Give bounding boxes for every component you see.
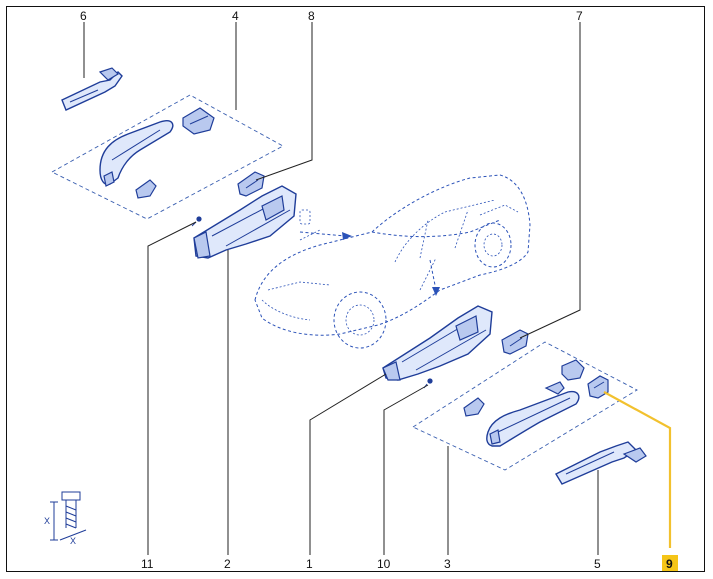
callout-8: 8 — [308, 9, 315, 23]
part-1-handle-carrier-rear — [382, 305, 493, 381]
callout-2: 2 — [224, 557, 231, 571]
callout-3: 3 — [444, 557, 451, 571]
callout-9[interactable]: 9 — [666, 557, 673, 571]
part-5-handle-bracket-rear — [555, 441, 647, 485]
callout-7: 7 — [576, 9, 583, 23]
callout-4: 4 — [232, 9, 239, 23]
callout-10: 10 — [377, 557, 391, 571]
direction-arrows — [299, 231, 440, 296]
car-body-outline — [254, 174, 531, 349]
group-box-4 — [51, 94, 284, 220]
part-4-exterior-handle-front — [99, 107, 215, 199]
part-9-end-cap — [587, 375, 609, 399]
part-7-cap — [501, 329, 529, 355]
part-3-exterior-handle-rear — [463, 359, 585, 447]
callout-9-highlight-badge — [662, 555, 678, 571]
part-11-screw — [191, 216, 202, 227]
callout-11: 11 — [141, 557, 154, 571]
svg-text:X: X — [44, 516, 50, 526]
part-2-handle-carrier-front — [193, 185, 297, 259]
svg-text:X: X — [70, 536, 76, 546]
screw-dimension-icon: X X — [44, 491, 87, 546]
part-8-cap — [237, 171, 265, 197]
part-6-handle-bracket — [61, 67, 123, 111]
leader-lines — [83, 22, 672, 555]
group-box-3 — [412, 341, 638, 471]
callout-labels: 6 4 8 7 11 2 1 10 3 5 9 — [80, 9, 678, 571]
diagram-frame — [6, 6, 705, 572]
callout-6: 6 — [80, 9, 87, 23]
callout-1: 1 — [306, 557, 313, 571]
callout-5: 5 — [594, 557, 601, 571]
